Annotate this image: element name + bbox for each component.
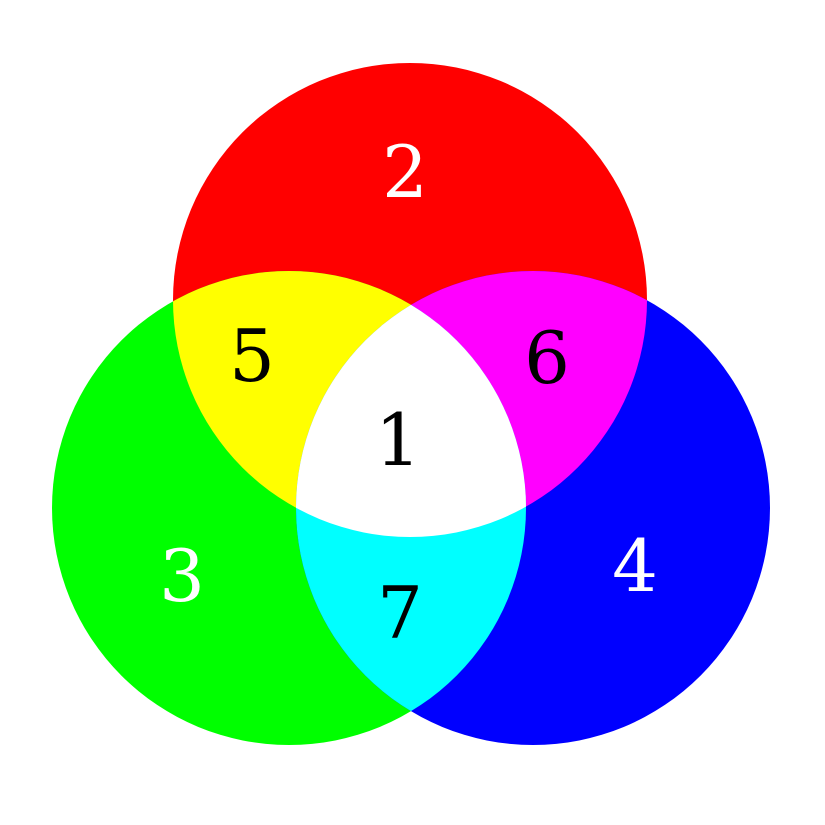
label-region-4: 4: [612, 524, 658, 608]
label-region-5: 5: [229, 314, 275, 398]
label-region-6: 6: [524, 316, 570, 400]
label-region-1: 1: [375, 398, 421, 482]
label-region-3: 3: [159, 534, 205, 618]
region-white: [296, 271, 526, 537]
label-region-2: 2: [382, 130, 428, 214]
label-region-7: 7: [377, 571, 423, 655]
